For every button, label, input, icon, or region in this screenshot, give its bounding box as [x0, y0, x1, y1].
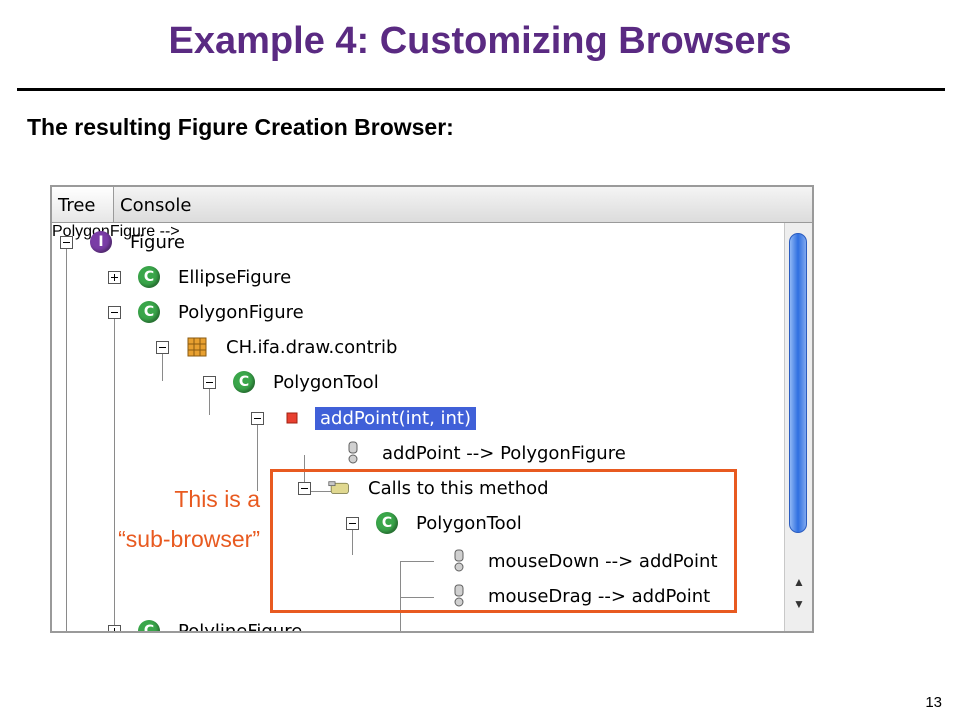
tree-connector	[400, 561, 401, 631]
tree-node-call-mousedrag[interactable]: mouseDrag --> addPoint	[431, 581, 710, 611]
scroll-down-icon[interactable]: ▼	[793, 597, 805, 611]
tree-connector	[352, 525, 353, 555]
collapse-icon[interactable]	[346, 516, 359, 530]
collapse-icon[interactable]	[298, 481, 311, 495]
tree-node-label: mouseDown --> addPoint	[488, 550, 718, 572]
figure-creation-browser: Tree Console I Figure C EllipseFigure	[50, 185, 814, 633]
callout-line-1: This is a	[174, 486, 260, 512]
vertical-scrollbar[interactable]: ▲ ▼	[784, 223, 812, 631]
tree-node-label: CH.ifa.draw.contrib	[226, 336, 398, 358]
class-badge: C	[138, 620, 160, 631]
tree-node-polygontool-caller[interactable]: C PolygonTool	[346, 508, 522, 538]
expand-icon[interactable]	[108, 624, 121, 631]
class-icon: C	[138, 301, 160, 323]
class-icon: C	[138, 266, 160, 288]
package-icon	[186, 336, 208, 358]
slide-subtitle: The resulting Figure Creation Browser:	[27, 114, 454, 140]
class-icon: C	[233, 371, 255, 393]
page-number: 13	[925, 694, 942, 711]
tree-connector	[209, 385, 210, 415]
tree-node-label: EllipseFigure	[178, 266, 292, 288]
tree-connector	[114, 315, 115, 631]
tree-connector	[400, 561, 434, 562]
class-badge: C	[233, 371, 255, 393]
tab-console[interactable]: Console	[120, 195, 192, 216]
tree-connector	[304, 491, 340, 492]
tree-connector	[304, 455, 305, 491]
tab-bar: Tree Console	[52, 187, 812, 223]
tree-node-label: Figure	[130, 231, 185, 253]
call-icon	[448, 549, 470, 572]
title-divider	[17, 88, 945, 91]
tree-node-figure[interactable]: I Figure	[60, 227, 185, 257]
class-badge: C	[138, 301, 160, 323]
class-badge: C	[138, 266, 160, 288]
class-badge: C	[376, 512, 398, 534]
tree-connector	[66, 245, 67, 631]
method-icon	[281, 407, 303, 429]
scroll-up-icon[interactable]: ▲	[793, 575, 805, 589]
slide-title: Example 4: Customizing Browsers	[168, 20, 792, 62]
tree-node-label: PolygonFigure	[178, 301, 304, 323]
tree-node-label: mouseDrag --> addPoint	[488, 585, 711, 607]
collapse-icon[interactable]	[251, 411, 264, 425]
class-icon: C	[138, 620, 160, 631]
tree-node-label: PolygonTool	[416, 512, 522, 534]
collapse-icon[interactable]	[60, 235, 73, 249]
call-icon	[448, 584, 470, 607]
tree-node-package[interactable]: CH.ifa.draw.contrib	[156, 332, 397, 362]
tree-connector	[162, 351, 163, 381]
tree-node-polygontool[interactable]: C PolygonTool	[203, 367, 379, 397]
tree-node-addpoint-method[interactable]: addPoint(int, int)	[251, 403, 476, 433]
call-icon	[342, 441, 364, 464]
tree-view: I Figure C EllipseFigure C PolygonFigure…	[52, 223, 784, 633]
tree-node-call[interactable]: addPoint --> PolygonFigure	[325, 438, 626, 468]
folder-icon	[328, 477, 350, 499]
class-icon: C	[376, 512, 398, 534]
tree-node-label: addPoint --> PolygonFigure	[382, 442, 626, 464]
tree-node-calls-folder[interactable]: Calls to this method	[298, 473, 549, 503]
tab-tree[interactable]: Tree	[52, 187, 114, 222]
interface-icon: I	[90, 231, 112, 253]
tree-node-polylinefigure[interactable]: C PolylineFigure	[108, 616, 303, 633]
tree-node-call-mousedown[interactable]: mouseDown --> addPoint	[431, 546, 718, 576]
scrollbar-thumb[interactable]	[789, 233, 807, 533]
tree-connector	[400, 597, 434, 598]
tree-node-label: PolygonTool	[273, 371, 379, 393]
collapse-icon[interactable]	[108, 305, 121, 319]
collapse-icon[interactable]	[203, 375, 216, 389]
tree-node-label: Calls to this method	[368, 477, 549, 499]
tree-node-label-selected: addPoint(int, int)	[315, 406, 476, 430]
interface-badge: I	[90, 231, 112, 253]
callout-line-2: “sub-browser”	[118, 526, 260, 552]
sub-browser-highlight	[270, 469, 737, 613]
tree-node-ellipsefigure[interactable]: C EllipseFigure	[108, 262, 291, 292]
tree-node-label: PolylineFigure	[178, 620, 303, 633]
collapse-icon[interactable]	[156, 340, 169, 354]
tree-connector	[257, 421, 258, 491]
expand-icon[interactable]	[108, 270, 121, 284]
tree-node-polygonfigure[interactable]: C PolygonFigure	[108, 297, 304, 327]
